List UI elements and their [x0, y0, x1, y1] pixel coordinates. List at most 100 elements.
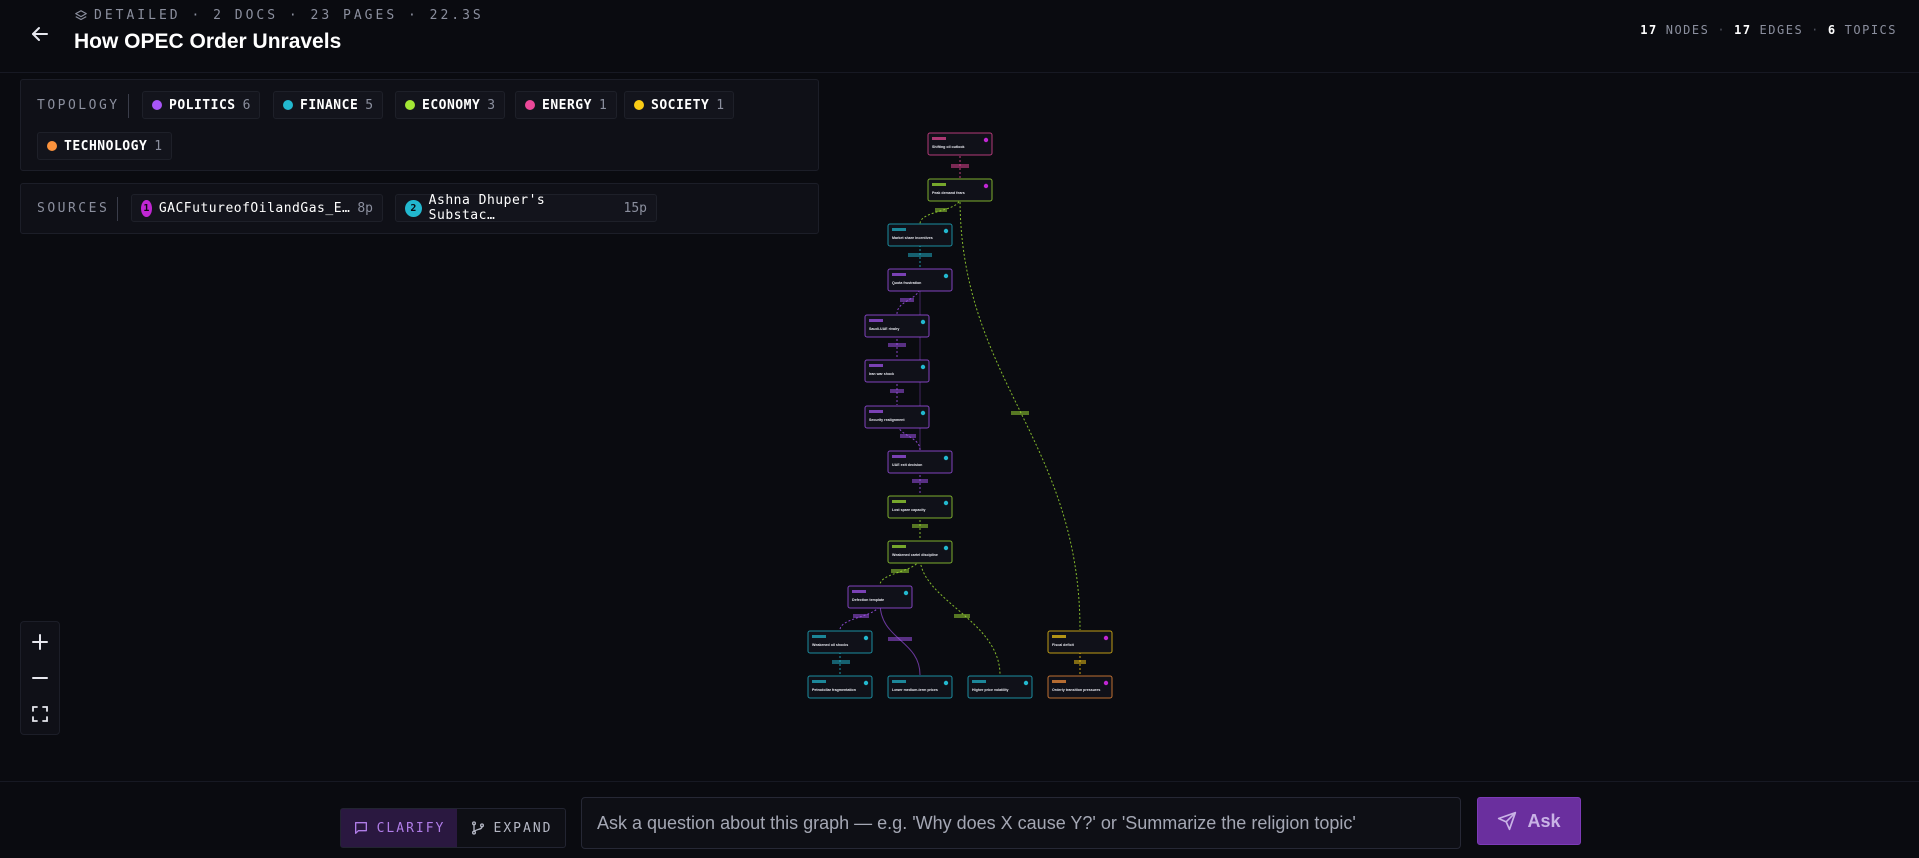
- node-box[interactable]: [887, 268, 953, 292]
- node-box[interactable]: [864, 314, 930, 338]
- ask-input[interactable]: [581, 797, 1461, 849]
- topic-chip-technology[interactable]: TECHNOLOGY 1: [37, 132, 173, 160]
- clarify-mode-button[interactable]: CLARIFY: [341, 809, 457, 847]
- graph-node[interactable]: Defection template: [847, 585, 913, 609]
- layers-icon: [75, 9, 87, 20]
- meta-text: DETAILED · 2 DOCS · 23 PAGES · 22.3S: [94, 8, 484, 23]
- zoom-controls: [20, 621, 60, 735]
- message-icon: [354, 822, 367, 834]
- node-box[interactable]: [864, 405, 930, 429]
- topic-count: 1: [716, 97, 725, 113]
- node-box[interactable]: [807, 675, 873, 699]
- graph-node[interactable]: Quota frustration: [887, 268, 953, 292]
- fit-screen-icon: [32, 706, 48, 722]
- back-button[interactable]: [28, 22, 52, 46]
- graph-node[interactable]: Fiscal deficit: [1047, 630, 1113, 654]
- source-name: GACFutureofOilandGas_E…: [158, 200, 351, 216]
- topic-dot: [634, 100, 644, 110]
- node-count: 17: [1640, 23, 1658, 37]
- node-source-dot: [983, 137, 989, 143]
- zoom-in-button[interactable]: [21, 624, 59, 660]
- graph-node[interactable]: Lost spare capacity: [887, 495, 953, 519]
- topic-dot: [47, 141, 57, 151]
- node-source-dot: [903, 590, 909, 596]
- graph-node[interactable]: Lower medium-term prices: [887, 675, 953, 699]
- node-source-dot: [943, 273, 949, 279]
- node-topic-tag: [852, 590, 866, 593]
- zoom-out-button[interactable]: [21, 660, 59, 696]
- node-box[interactable]: [864, 359, 930, 383]
- node-box[interactable]: [927, 132, 993, 156]
- node-box[interactable]: [887, 450, 953, 474]
- edge-label: [935, 208, 947, 212]
- node-box[interactable]: [847, 585, 913, 609]
- sources-panel: SOURCES 1 GACFutureofOilandGas_E… 8p 2 A…: [20, 183, 819, 234]
- node-topic-tag: [892, 273, 906, 276]
- topology-panel: TOPOLOGY POLITICS 6 FINANCE 5 ECONOMY 3 …: [20, 79, 819, 171]
- node-box[interactable]: [927, 178, 993, 202]
- graph-node[interactable]: Higher price volatility: [967, 675, 1033, 699]
- node-box[interactable]: [887, 540, 953, 564]
- graph-node[interactable]: Weakened oil shocks: [807, 630, 873, 654]
- node-label: Market share incentives: [892, 236, 933, 240]
- graph-node[interactable]: UAE exit decision: [887, 450, 953, 474]
- topic-chip-energy[interactable]: ENERGY 1: [515, 91, 617, 119]
- node-box[interactable]: [967, 675, 1033, 699]
- topic-name: TECHNOLOGY: [64, 138, 148, 154]
- graph-node[interactable]: Peak demand fears: [927, 178, 993, 202]
- graph-edge-labels: [832, 164, 1086, 664]
- graph-edge: [919, 556, 1001, 676]
- node-box[interactable]: [807, 630, 873, 654]
- node-source-dot: [1103, 680, 1109, 686]
- node-topic-tag: [892, 455, 906, 458]
- node-source-dot: [983, 183, 989, 189]
- fit-view-button[interactable]: [21, 696, 59, 732]
- node-label: Orderly transition pressures: [1052, 688, 1100, 692]
- edge-label: EDGES: [1759, 23, 1804, 37]
- topic-chip-finance[interactable]: FINANCE 5: [273, 91, 384, 119]
- topic-count: 1: [154, 138, 163, 154]
- source-number: 1: [141, 199, 152, 217]
- graph-node[interactable]: Orderly transition pressures: [1047, 675, 1113, 699]
- edge-label: [890, 389, 904, 393]
- topic-count: 3: [487, 97, 496, 113]
- node-label: Lower medium-term prices: [892, 688, 938, 692]
- node-topic-tag: [812, 635, 826, 638]
- node-box[interactable]: [887, 675, 953, 699]
- node-box[interactable]: [887, 495, 953, 519]
- node-box[interactable]: [887, 223, 953, 247]
- meta-line: DETAILED · 2 DOCS · 23 PAGES · 22.3S: [74, 8, 484, 23]
- edge-label: [1011, 411, 1029, 415]
- source-chip-1[interactable]: 1 GACFutureofOilandGas_E… 8p: [131, 194, 383, 222]
- arrow-left-icon: [32, 27, 48, 41]
- ask-button[interactable]: Ask: [1477, 797, 1581, 845]
- topic-chip-economy[interactable]: ECONOMY 3: [395, 91, 506, 119]
- topic-count: 6: [242, 97, 251, 113]
- expand-mode-button[interactable]: EXPAND: [457, 809, 565, 847]
- graph-node[interactable]: Shifting oil outlook: [927, 132, 993, 156]
- node-box[interactable]: [1047, 630, 1113, 654]
- graph-node[interactable]: Security realignment: [864, 405, 930, 429]
- node-label: Peak demand fears: [932, 191, 965, 195]
- graph-node[interactable]: Market share incentives: [887, 223, 953, 247]
- topic-dot: [283, 100, 293, 110]
- topic-chip-politics[interactable]: POLITICS 6: [142, 91, 261, 119]
- node-box[interactable]: [1047, 675, 1113, 699]
- graph-node[interactable]: Iran war shock: [864, 359, 930, 383]
- edge-count: 17: [1734, 23, 1752, 37]
- header: DETAILED · 2 DOCS · 23 PAGES · 22.3S How…: [0, 0, 1919, 73]
- graph-node[interactable]: Saudi-UAE rivalry: [864, 314, 930, 338]
- topic-chip-society[interactable]: SOCIETY 1: [624, 91, 735, 119]
- node-source-dot: [863, 635, 869, 641]
- divider: [117, 197, 118, 221]
- source-pages: 15p: [623, 200, 647, 216]
- edge-label: [954, 614, 970, 618]
- source-chip-2[interactable]: 2 Ashna Dhuper's Substac… 15p: [395, 193, 657, 223]
- edge-label: [891, 569, 909, 573]
- page-title: How OPEC Order Unravels: [74, 30, 342, 53]
- graph-node[interactable]: Petrodollar fragmentation: [807, 675, 873, 699]
- topic-name: ENERGY: [542, 97, 592, 113]
- graph-node[interactable]: Weakened cartel discipline: [887, 540, 953, 564]
